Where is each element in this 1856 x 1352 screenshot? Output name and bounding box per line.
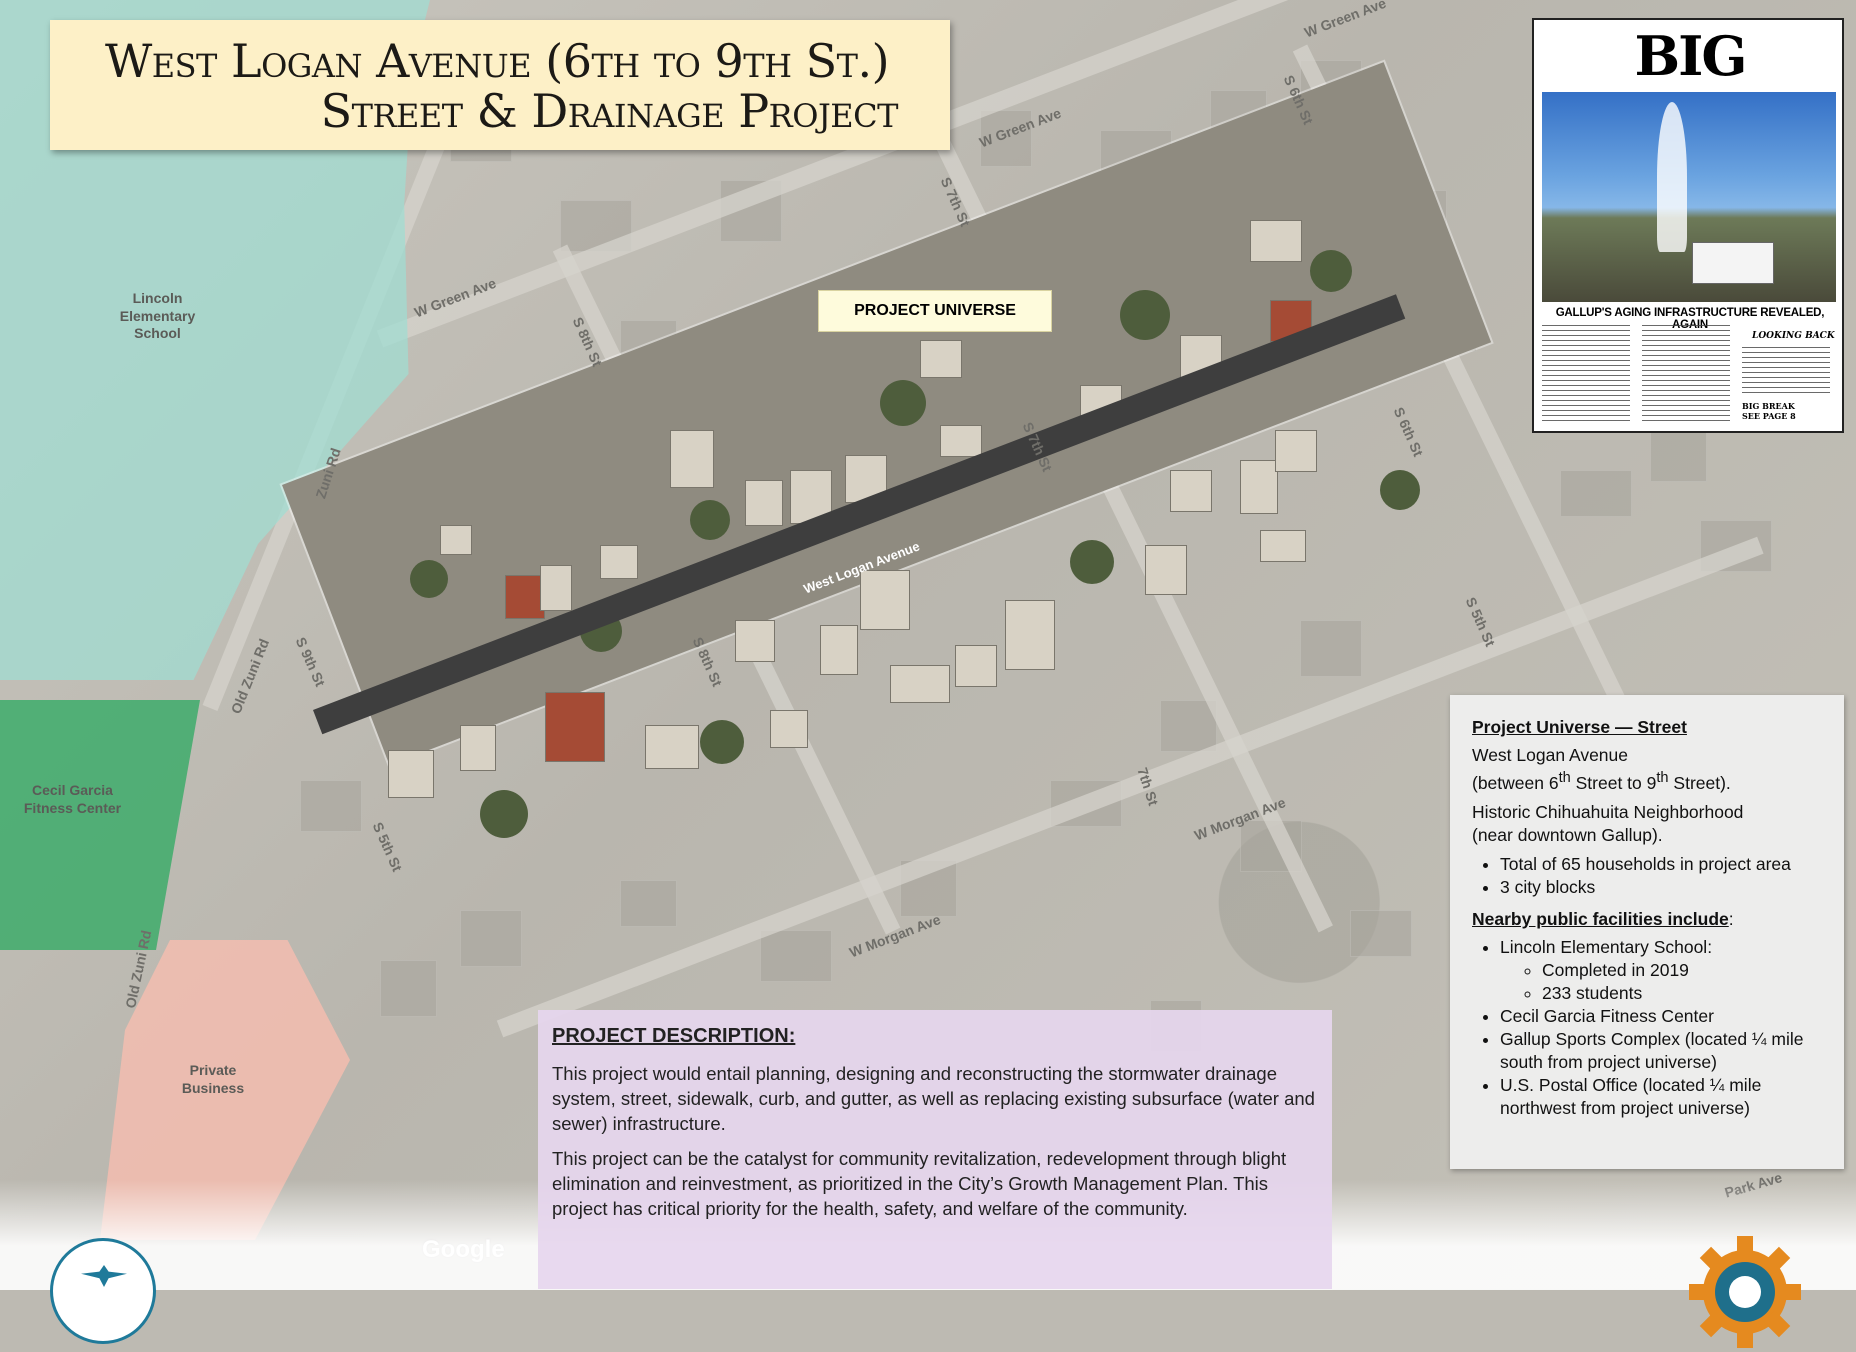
tree <box>1070 540 1114 584</box>
building <box>460 910 522 967</box>
gear-logo-icon <box>1689 1236 1801 1348</box>
house <box>1250 220 1302 262</box>
city-seal-logo <box>50 1238 156 1344</box>
school-zone-label: Lincoln Elementary School <box>119 290 196 341</box>
facts-street-header: Project Universe — Street <box>1472 717 1687 737</box>
house <box>820 625 858 675</box>
tree <box>700 720 744 764</box>
house <box>1260 530 1306 562</box>
house <box>545 692 605 762</box>
description-paragraph-2: This project can be the catalyst for com… <box>552 1148 1287 1219</box>
facts-facilities-list: Lincoln Elementary School: Completed in … <box>1472 936 1822 1120</box>
tree <box>410 560 448 598</box>
building <box>380 960 437 1017</box>
house <box>1145 545 1187 595</box>
project-description-panel: PROJECT DESCRIPTION: This project would … <box>538 1010 1332 1289</box>
newspaper-jump-title: BIG BREAK <box>1742 401 1795 411</box>
house <box>440 525 472 555</box>
eagle-icon <box>81 1265 127 1287</box>
project-universe-label: PROJECT UNIVERSE <box>818 290 1052 332</box>
newspaper-columns: LOOKING BACK BIG BREAK SEE PAGE 8 <box>1542 325 1836 425</box>
title-line-1: West Logan Avenue (6th to 9th St.) <box>105 34 890 88</box>
house <box>670 430 714 488</box>
house <box>540 565 572 611</box>
private-zone-label: Private Business <box>181 1062 245 1096</box>
facts-neighborhood: Historic Chihuahuita Neighborhood (near … <box>1472 801 1822 847</box>
facility-subitem: 233 students <box>1542 982 1822 1005</box>
newspaper-column <box>1642 325 1730 425</box>
title-line-2: Street & Drainage Project <box>320 84 899 138</box>
house <box>645 725 699 769</box>
building <box>1300 620 1362 677</box>
tree <box>690 500 730 540</box>
tree <box>1120 290 1170 340</box>
facts-location-line2-mid: Street to 9 <box>1570 772 1657 793</box>
newspaper-column <box>1542 325 1630 425</box>
tree <box>880 380 926 426</box>
facts-neighborhood-line2: (near downtown Gallup). <box>1472 824 1663 845</box>
facts-bullet: Total of 65 households in project area <box>1500 853 1822 876</box>
house <box>460 725 496 771</box>
house <box>745 480 783 526</box>
building <box>1560 470 1632 517</box>
facility-fitness: Cecil Garcia Fitness Center <box>1500 1005 1822 1028</box>
building <box>300 780 362 832</box>
fitness-zone-label: Cecil Garcia Fitness Center <box>23 782 122 816</box>
facts-neighborhood-line1: Historic Chihuahuita Neighborhood <box>1472 801 1744 822</box>
facts-location-sup2: th <box>1656 770 1669 786</box>
newspaper-jump-page: SEE PAGE 8 <box>1742 411 1796 421</box>
google-attribution: Google <box>422 1236 505 1263</box>
facility-school: Lincoln Elementary School: <box>1500 936 1713 957</box>
tree <box>480 790 528 838</box>
house <box>770 710 808 748</box>
facility-school-details: Completed in 2019 233 students <box>1500 959 1822 1005</box>
utility-truck <box>1692 242 1774 284</box>
facts-location-line2-post: Street). <box>1668 772 1731 793</box>
facts-bullets: Total of 65 households in project area 3… <box>1472 853 1822 899</box>
facility-item: Lincoln Elementary School: Completed in … <box>1500 936 1822 1005</box>
facts-facilities-colon: : <box>1728 908 1734 929</box>
newspaper-column <box>1742 347 1830 393</box>
facts-facilities-header-wrap: Nearby public facilities include: <box>1472 909 1822 930</box>
house <box>600 545 638 579</box>
water-geyser <box>1657 102 1687 252</box>
house <box>920 340 962 378</box>
facility-sports: Gallup Sports Complex (located ¼ mile so… <box>1500 1028 1822 1074</box>
house <box>1005 600 1055 670</box>
facts-location-sup1: th <box>1558 770 1571 786</box>
facts-location-line2-pre: (between 6 <box>1472 772 1559 793</box>
facts-location: West Logan Avenue (between 6th Street to… <box>1472 744 1822 795</box>
building <box>980 110 1032 167</box>
facts-location-line1: West Logan Avenue <box>1472 745 1629 765</box>
facts-facilities-header: Nearby public facilities include <box>1472 908 1729 929</box>
title-banner: West Logan Avenue (6th to 9th St.) Stree… <box>50 20 950 150</box>
building <box>620 880 677 927</box>
house <box>1275 430 1317 472</box>
house <box>955 645 997 687</box>
tree <box>1310 250 1352 292</box>
facility-postal: U.S. Postal Office (located ¼ mile north… <box>1500 1074 1822 1120</box>
description-header: PROJECT DESCRIPTION: <box>552 1025 796 1047</box>
building <box>1160 700 1217 752</box>
house <box>890 665 950 703</box>
tree <box>1380 470 1420 510</box>
newspaper-photo <box>1542 92 1836 302</box>
house <box>1170 470 1212 512</box>
house <box>505 575 545 619</box>
building <box>1350 910 1412 957</box>
facility-subitem: Completed in 2019 <box>1542 959 1822 982</box>
newspaper-section-title: LOOKING BACK <box>1752 331 1835 341</box>
house <box>735 620 775 662</box>
house <box>860 570 910 630</box>
house <box>1240 460 1278 514</box>
description-paragraph-1: This project would entail planning, desi… <box>552 1063 1315 1134</box>
newspaper-clipping: BIG BREAK GALLUP'S AGING INFRASTRUCTURE … <box>1532 18 1844 433</box>
house <box>388 750 434 798</box>
building <box>760 930 832 982</box>
house <box>940 425 982 457</box>
project-facts-panel: Project Universe — Street West Logan Ave… <box>1450 695 1844 1169</box>
facts-bullet: 3 city blocks <box>1500 876 1822 899</box>
